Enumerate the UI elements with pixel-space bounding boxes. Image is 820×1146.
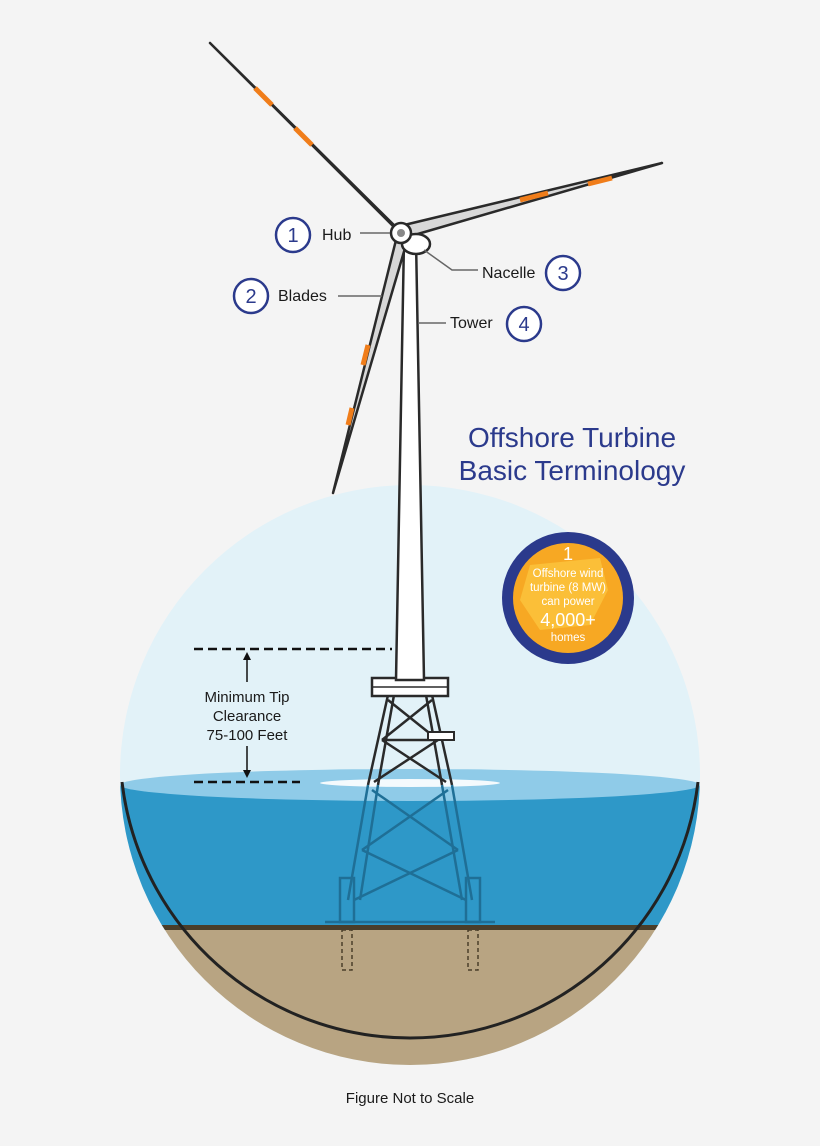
callout-number-circle xyxy=(274,216,312,254)
badge-line-2: turbine (8 MW) xyxy=(530,582,606,594)
jacket-foundation xyxy=(366,694,454,786)
callout-blades: 2 Blades xyxy=(232,277,327,315)
tower xyxy=(394,238,426,682)
badge-count: 1 xyxy=(563,544,573,564)
foundation-piles xyxy=(341,929,479,971)
hub-center xyxy=(397,229,405,237)
clearance-line-2: Clearance xyxy=(213,708,281,725)
leader-lines xyxy=(338,232,478,324)
callout-number: 2 xyxy=(245,286,256,308)
footer-note: Figure Not to Scale xyxy=(346,1090,474,1107)
jacket-foundation-submerged xyxy=(325,785,495,924)
callout-number: 1 xyxy=(287,225,298,247)
callout-label: Tower xyxy=(450,315,493,332)
callout-number-circle xyxy=(232,277,270,315)
homes-badge: 1 Offshore wind turbine (8 MW) can power… xyxy=(502,532,634,664)
water-ripple xyxy=(320,779,500,787)
callout-number: 3 xyxy=(557,263,568,285)
callout-label: Nacelle xyxy=(482,265,535,282)
blades xyxy=(208,41,664,495)
globe-outline xyxy=(120,781,700,1040)
title-line-1: Offshore Turbine xyxy=(468,422,676,453)
badge-line-3: can power xyxy=(541,596,594,608)
blade-right xyxy=(398,161,664,240)
arrow-up-icon xyxy=(243,652,251,660)
clearance-line-1: Minimum Tip xyxy=(204,689,289,706)
boat-landing xyxy=(427,731,455,741)
badge-homes-value: 4,000+ xyxy=(540,610,596,630)
title-line-2: Basic Terminology xyxy=(459,455,686,486)
callout-label: Blades xyxy=(278,288,327,305)
callout-hub: 1 Hub xyxy=(274,216,351,254)
callout-number-circle xyxy=(544,254,582,292)
clearance-line-3: 75-100 Feet xyxy=(207,727,289,744)
seabed-line xyxy=(120,925,700,930)
callout-tower: 4 Tower xyxy=(450,305,543,343)
arrow-down-icon xyxy=(243,770,251,778)
badge-line-1: Offshore wind xyxy=(533,568,604,580)
callout-number-circle xyxy=(505,305,543,343)
callout-label: Hub xyxy=(322,227,351,244)
callout-nacelle: 3 Nacelle xyxy=(482,254,582,292)
badge-map-shape xyxy=(520,558,608,630)
badge-homes-label: homes xyxy=(551,632,586,644)
blade-lower xyxy=(331,230,410,495)
tip-clearance: Minimum Tip Clearance 75-100 Feet xyxy=(194,647,392,784)
callout-number: 4 xyxy=(518,314,529,336)
water-area xyxy=(120,785,700,930)
